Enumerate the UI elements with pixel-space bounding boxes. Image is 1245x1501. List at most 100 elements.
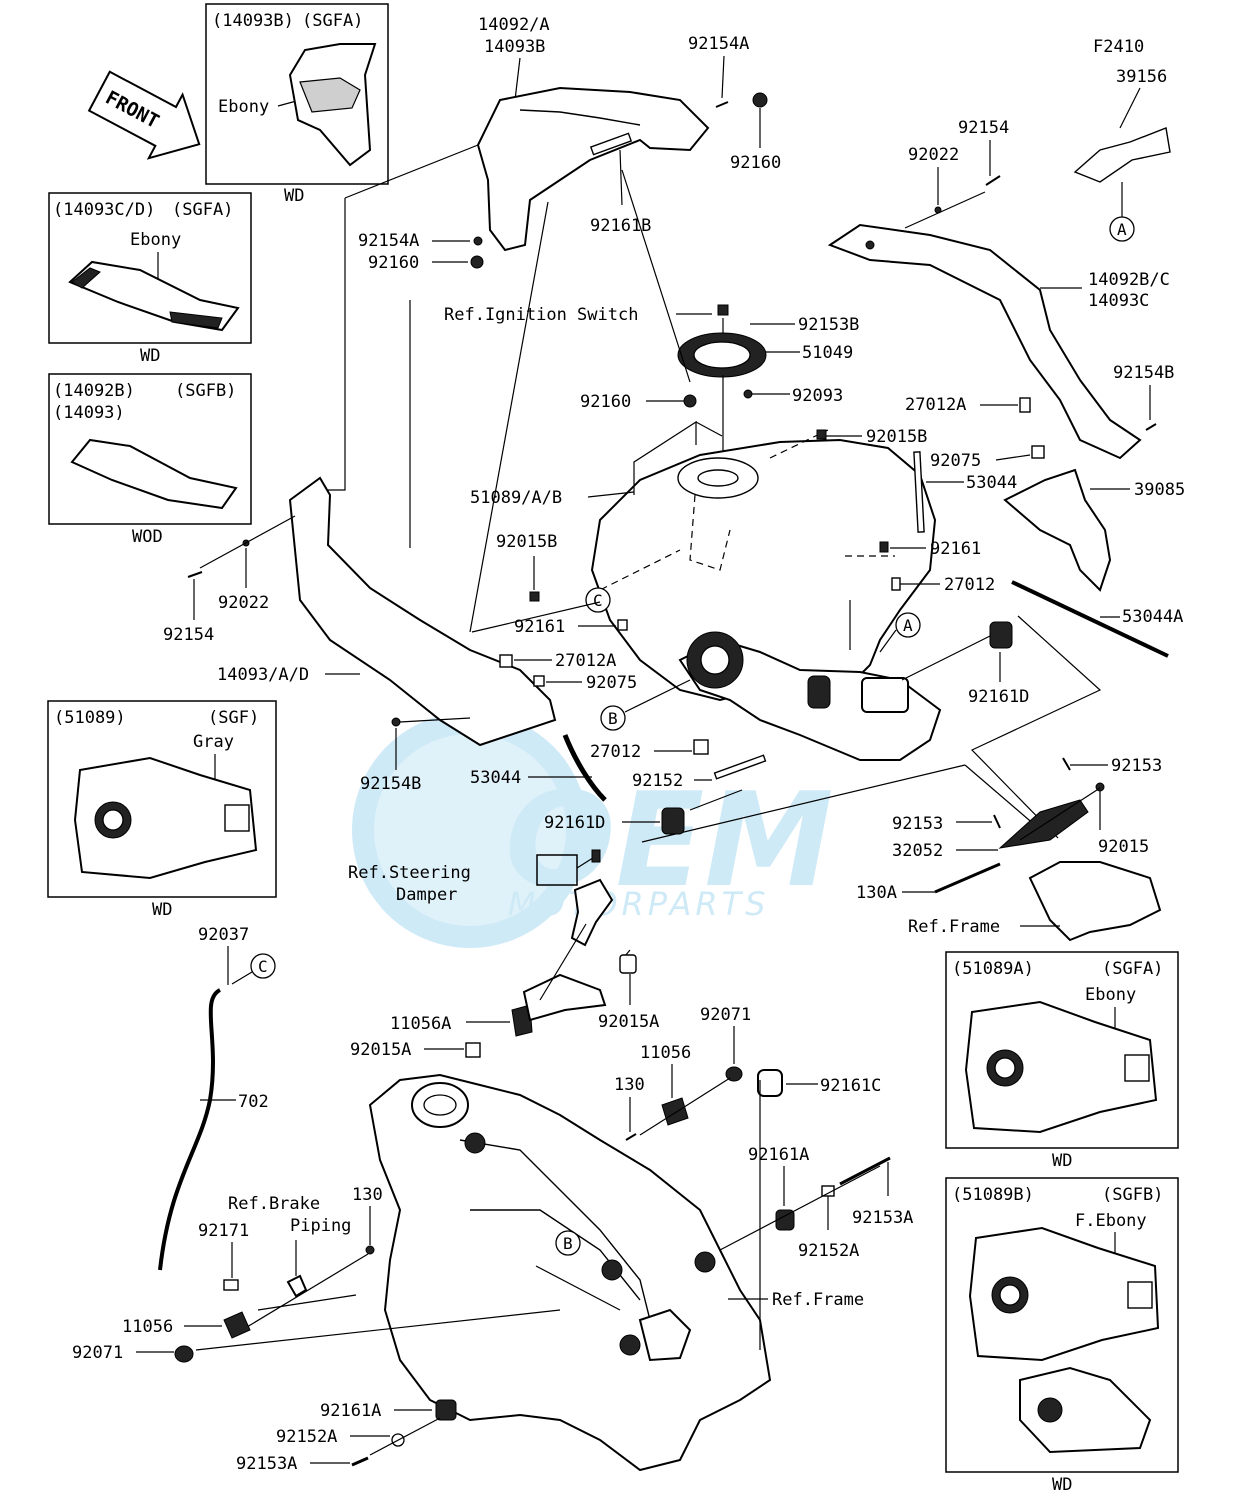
part-39156 (1073, 127, 1171, 183)
label-p92154a_top: 92154A (688, 34, 749, 54)
label-p92161_r: 92161 (930, 539, 981, 559)
part-14092bc-cowl (827, 223, 1142, 460)
label-p92161b: 92161B (590, 216, 651, 236)
label-p702: 702 (238, 1092, 269, 1112)
watermark: OEM MOTORPARTS (352, 712, 834, 948)
label-p92154b_l: 92154B (360, 774, 421, 794)
label-ignition: Ref.Ignition Switch (444, 305, 638, 325)
inset-box-14093cd: (14093C/D) (SGFA) Ebony WD (48, 192, 252, 366)
label-p92154_r: 92154 (958, 118, 1009, 138)
circle-ref-c-tank: C (585, 587, 611, 613)
label-p11056_r: 11056 (640, 1043, 691, 1063)
inset-box-51089a: (51089A) (SGFA) Ebony WD (945, 951, 1179, 1171)
label-p92171: 92171 (198, 1221, 249, 1241)
label-p92153b: 92153B (798, 315, 859, 335)
label-header_code: (SGFA) (1102, 959, 1163, 979)
part-main-frame (368, 1073, 772, 1472)
label-p92161d_l: 92161D (544, 813, 605, 833)
label-p92153a_l: 92153A (236, 1454, 297, 1474)
label-p130_l: 130 (352, 1185, 383, 1205)
label-p92161c: 92161C (820, 1076, 881, 1096)
label-p92015b_r: 92015B (866, 427, 927, 447)
label-p92152a_r: 92152A (798, 1241, 859, 1261)
label-p92160_top: 92160 (730, 153, 781, 173)
label-p27012a_r: 27012A (905, 395, 966, 415)
watermark-sub: MOTORPARTS (508, 885, 769, 923)
label-p92161_l: 92161 (514, 617, 565, 637)
label-p92161d_r: 92161D (968, 687, 1029, 707)
inset-box-14092b: (14092B) (14093) (SGFB) WOD (48, 373, 252, 547)
label-footer: WOD (132, 527, 163, 547)
label-p32052: 32052 (892, 841, 943, 861)
label-0: A (1117, 220, 1127, 239)
label-14092a: 14092/A (478, 15, 550, 35)
label-p92015a_r: 92015A (598, 1012, 659, 1032)
label-color: F.Ebony (1075, 1211, 1147, 1231)
label-p92160_low: 92160 (580, 392, 631, 412)
part-39085 (1003, 468, 1112, 592)
label-header_code: (SGFA) (172, 200, 233, 220)
label-p130_r: 130 (614, 1075, 645, 1095)
circle-ref-c-lower: C (250, 953, 276, 979)
label-p92161a_l: 92161A (320, 1401, 381, 1421)
label-steering_1: Ref.Steering (348, 863, 471, 883)
circle-ref-b-tank: B (600, 705, 626, 731)
label-p92154_l: 92154 (163, 625, 214, 645)
circle-ref-a-top: A (1109, 216, 1135, 242)
label-p14093c: 14093C (1088, 291, 1149, 311)
label-p92152a_l: 92152A (276, 1427, 337, 1447)
part-92161c (757, 1069, 783, 1097)
inset-box-51089b: (51089B) (SGFB) F.Ebony WD (945, 1177, 1179, 1495)
label-header_part: (51089B) (952, 1185, 1034, 1205)
inset-box-51089: (51089) (SGF) Gray WD (47, 700, 277, 920)
label-header_code: (SGFB) (1102, 1185, 1163, 1205)
label-p92153a_r: 92153A (852, 1208, 913, 1228)
part-51089-tank-cover (590, 438, 937, 702)
label-p92153_m: 92153 (892, 814, 943, 834)
label-header_code: (SGF) (208, 708, 259, 728)
label-footer: WD (284, 186, 304, 206)
label-color: Ebony (130, 230, 181, 250)
label-p27012_r: 27012 (944, 575, 995, 595)
label-header_part: (51089) (54, 708, 126, 728)
label-brake_2: Piping (290, 1216, 351, 1236)
label-0: A (903, 616, 913, 635)
label-footer: WD (1052, 1475, 1072, 1495)
label-header_part: (14092B) (53, 381, 135, 401)
label-p130a: 130A (856, 883, 897, 903)
label-1: B (563, 1234, 573, 1253)
label-39156: 39156 (1116, 67, 1167, 87)
label-p92160_mid: 92160 (368, 253, 419, 273)
part-14092a-cowl (476, 86, 710, 252)
label-p14092bc: 14092B/C (1088, 270, 1170, 290)
circle-ref-a-tank: A (895, 612, 921, 638)
label-header_code: (SGFA) (302, 11, 363, 31)
circle-ref-b-frame: B (555, 1230, 581, 1256)
label-p92075_l: 92075 (586, 673, 637, 693)
label-p11056a: 11056A (390, 1014, 451, 1034)
label-p92161a_r: 92161A (748, 1145, 809, 1165)
label-header_part: (14093B) (212, 11, 294, 31)
label-frame_lower: Ref.Frame (772, 1290, 864, 1310)
inset-box-14093b: (14093B) (SGFA) Ebony WD (205, 3, 389, 206)
label-p53044_r: 53044 (966, 473, 1017, 493)
label-p53044_l: 53044 (470, 768, 521, 788)
label-p39085: 39085 (1134, 480, 1185, 500)
label-p14093ad: 14093/A/D (217, 665, 309, 685)
label-p92154b_r: 92154B (1113, 363, 1174, 383)
part-frame-bracket-upper (1028, 861, 1162, 942)
label-p92154a_mid: 92154A (358, 231, 419, 251)
label-p92071_r: 92071 (700, 1005, 751, 1025)
label-p27012a_l: 27012A (555, 651, 616, 671)
label-p92037: 92037 (198, 925, 249, 945)
label-p92022_r: 92022 (908, 145, 959, 165)
part-92161d-right (989, 621, 1013, 649)
label-header_code: (SGFB) (175, 381, 236, 401)
label-p53044a: 53044A (1122, 607, 1183, 627)
label-14093b: 14093B (484, 37, 545, 57)
part-14093ad-cowl (288, 476, 557, 747)
label-p92153_r: 92153 (1111, 756, 1162, 776)
label-p51049: 51049 (802, 343, 853, 363)
label-2: C (258, 957, 268, 976)
